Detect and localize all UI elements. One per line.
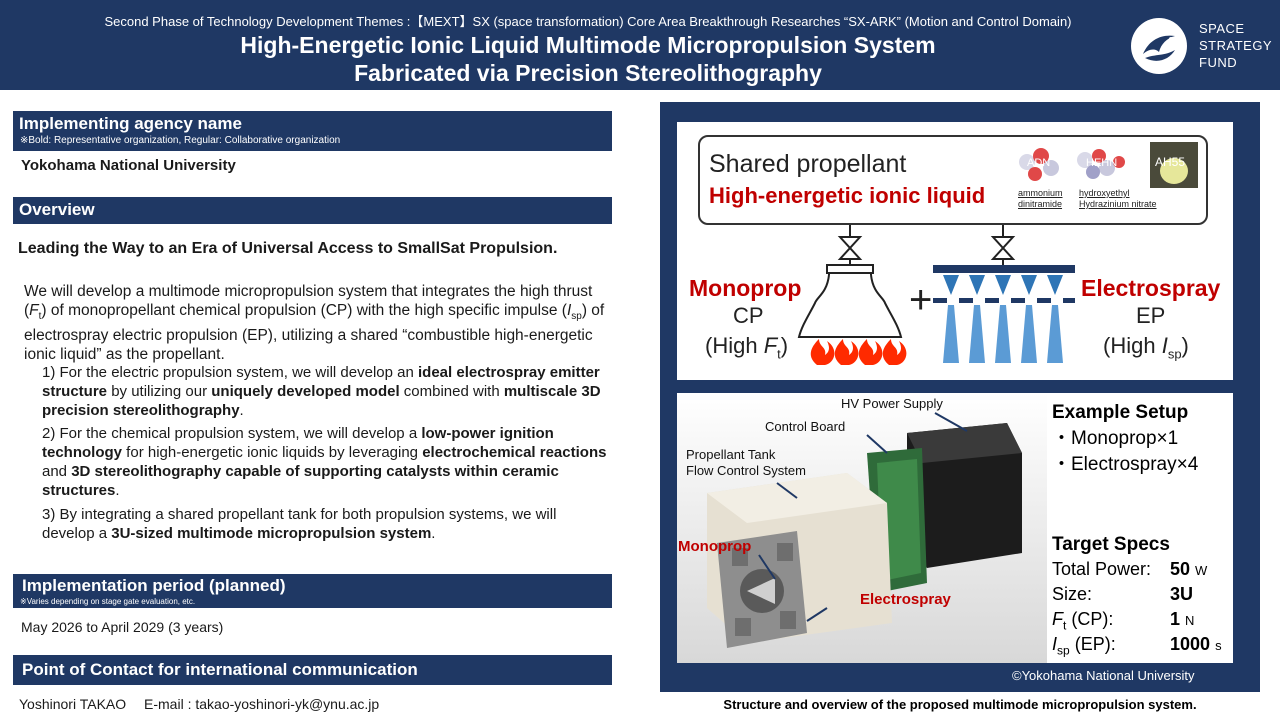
ep-high-isp-label: (High Isp) <box>1103 333 1189 362</box>
electrospray-label: Electrospray <box>1081 275 1221 301</box>
flame-icon <box>810 339 907 365</box>
shared-propellant-box <box>698 135 1208 225</box>
control-board-label: Control Board <box>765 419 846 434</box>
overview-title: Overview <box>19 200 95 219</box>
target-specs-title: Target Specs <box>1052 534 1170 555</box>
example-setup: Example Setup ・Monoprop×1 ・Electrospray×… <box>1052 400 1198 478</box>
copyright: ©Yokohama National University <box>1012 668 1195 683</box>
figure-caption: Structure and overview of the proposed m… <box>723 697 1197 712</box>
page-title: High-Energetic Ionic Liquid Multimode Mi… <box>0 31 1176 87</box>
contact-value: Yoshinori TAKAO E-mail : takao-yoshinori… <box>19 696 380 712</box>
overview-item-3: 3) By integrating a shared propellant ta… <box>42 506 557 542</box>
overview-item-2: 2) For the chemical propulsion system, w… <box>42 425 607 499</box>
period-section-bar: Implementation period (planned) ※Varies … <box>13 574 612 608</box>
shared-propellant-subtitle: High-energetic ionic liquid <box>709 183 986 208</box>
sample-vial-icon <box>1160 158 1188 184</box>
agency-title: Implementing agency name <box>19 114 242 133</box>
electrospray-valve-icon <box>990 236 1016 260</box>
setup-item-monoprop: ・Monoprop×1 <box>1052 428 1179 449</box>
thruster-photo <box>677 393 1047 663</box>
header-subtitle: Second Phase of Technology Development T… <box>104 14 1072 29</box>
molecule-images <box>1019 148 1125 181</box>
spec-total-power: Total Power: 50 W <box>1052 559 1208 579</box>
hehn-label: HEHN <box>1086 157 1118 169</box>
logo-text: SPACE STRATEGY FUND <box>1199 21 1273 70</box>
electrospray-emitter-icon <box>933 265 1075 303</box>
title-line-1: High-Energetic Ionic Liquid Multimode Mi… <box>240 32 936 58</box>
propulsion-diagram: + <box>797 225 1075 365</box>
period-value: May 2026 to April 2029 (3 years) <box>21 619 224 635</box>
overview-section-bar: Overview <box>13 197 612 224</box>
ah55-sample-image <box>1150 142 1198 188</box>
spec-thrust: Ft (CP): 1 N <box>1052 609 1195 633</box>
period-note: ※Varies depending on stage gate evaluati… <box>20 597 196 606</box>
ah55-label: AH55 <box>1155 155 1186 169</box>
photo-electrospray-label: Electrospray <box>860 591 951 608</box>
hehn-molecule-icon <box>1077 149 1125 179</box>
adn-label: ADN <box>1027 157 1051 169</box>
thruster-faceplate <box>717 531 807 648</box>
period-title: Implementation period (planned) <box>22 576 286 595</box>
shared-propellant-title: Shared propellant <box>709 150 907 178</box>
hv-power-supply-unit <box>907 423 1022 568</box>
hv-power-supply-label: HV Power Supply <box>841 396 943 411</box>
spec-isp: Isp (EP): 1000 s <box>1052 634 1222 658</box>
contact-section-bar: Point of Contact for international commu… <box>13 655 612 685</box>
photo-monoprop-label: Monoprop <box>678 538 752 555</box>
space-strategy-fund-logo: SPACE STRATEGY FUND <box>1131 18 1273 74</box>
monoprop-label: Monoprop <box>689 275 802 301</box>
cp-label: CP <box>733 303 764 328</box>
bird-logo-icon <box>1131 18 1187 74</box>
cp-high-thrust-label: (High Ft) <box>705 333 789 362</box>
ion-beam-icon <box>943 305 1063 363</box>
setup-item-electrospray: ・Electrospray×4 <box>1052 454 1199 475</box>
overview-heading: Leading the Way to an Era of Universal A… <box>18 240 558 257</box>
overview-intro: We will develop a multimode micropropuls… <box>24 283 605 364</box>
title-line-2: Fabricated via Precision Stereolithograp… <box>354 60 822 86</box>
agency-note: ※Bold: Representative organization, Regu… <box>20 135 341 146</box>
ep-label: EP <box>1136 303 1166 328</box>
plus-sign: + <box>909 278 932 322</box>
agency-section-bar: Implementing agency name ※Bold: Represen… <box>13 111 612 151</box>
example-setup-title: Example Setup <box>1052 402 1189 423</box>
target-specs: Target Specs Total Power: 50 W Size: 3U … <box>1052 532 1227 658</box>
agency-name: Yokohama National University <box>21 157 236 174</box>
adn-molecule-icon <box>1019 148 1059 181</box>
header-banner: Second Phase of Technology Development T… <box>0 0 1280 90</box>
monoprop-nozzle-icon <box>797 264 903 338</box>
spec-size: Size: 3U <box>1052 584 1194 604</box>
overview-item-1: 1) For the electric propulsion system, w… <box>42 364 601 419</box>
monoprop-valve-icon <box>837 236 863 260</box>
contact-title: Point of Contact for international commu… <box>22 660 418 679</box>
